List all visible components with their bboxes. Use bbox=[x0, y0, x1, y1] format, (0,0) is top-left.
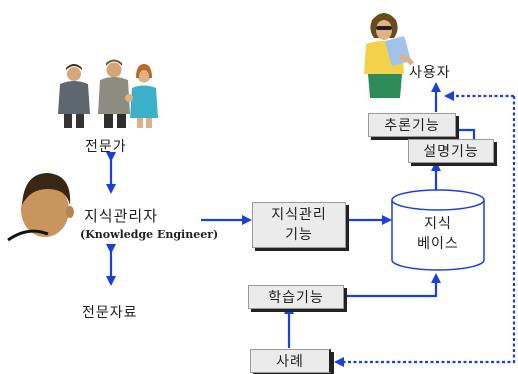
knowledge-manager-en-label: (Knowledge Engineer) bbox=[80, 228, 219, 241]
expert-materials-label: 전문자료 bbox=[82, 305, 138, 321]
knowledge-base-line1: 지식 bbox=[424, 216, 452, 232]
expert-group-icon bbox=[58, 59, 158, 128]
user-label: 사용자 bbox=[409, 65, 451, 81]
inference-function-box: 추론기능 bbox=[368, 113, 456, 137]
knowledge-mgmt-function-line2: 기능 bbox=[285, 227, 313, 243]
knowledge-base-line2: 베이스 bbox=[417, 236, 459, 252]
knowledge-base-label: 지식 베이스 bbox=[396, 214, 480, 254]
cases-box: 사례 bbox=[250, 349, 331, 373]
explanation-function-box: 설명기능 bbox=[408, 139, 494, 163]
knowledge-engineer-head-icon bbox=[7, 173, 74, 242]
experts-label: 전문가 bbox=[85, 139, 127, 155]
knowledge-manager-label: 지식관리자 bbox=[84, 207, 159, 225]
knowledge-mgmt-function-box: 지식관리 기능 bbox=[252, 202, 346, 248]
knowledge-mgmt-function-line1: 지식관리 bbox=[271, 207, 327, 223]
user-figure-icon bbox=[364, 13, 415, 98]
learning-function-box: 학습기능 bbox=[248, 285, 344, 309]
knowledge-base-cylinder bbox=[391, 189, 485, 271]
feedback-arrows bbox=[334, 91, 516, 367]
